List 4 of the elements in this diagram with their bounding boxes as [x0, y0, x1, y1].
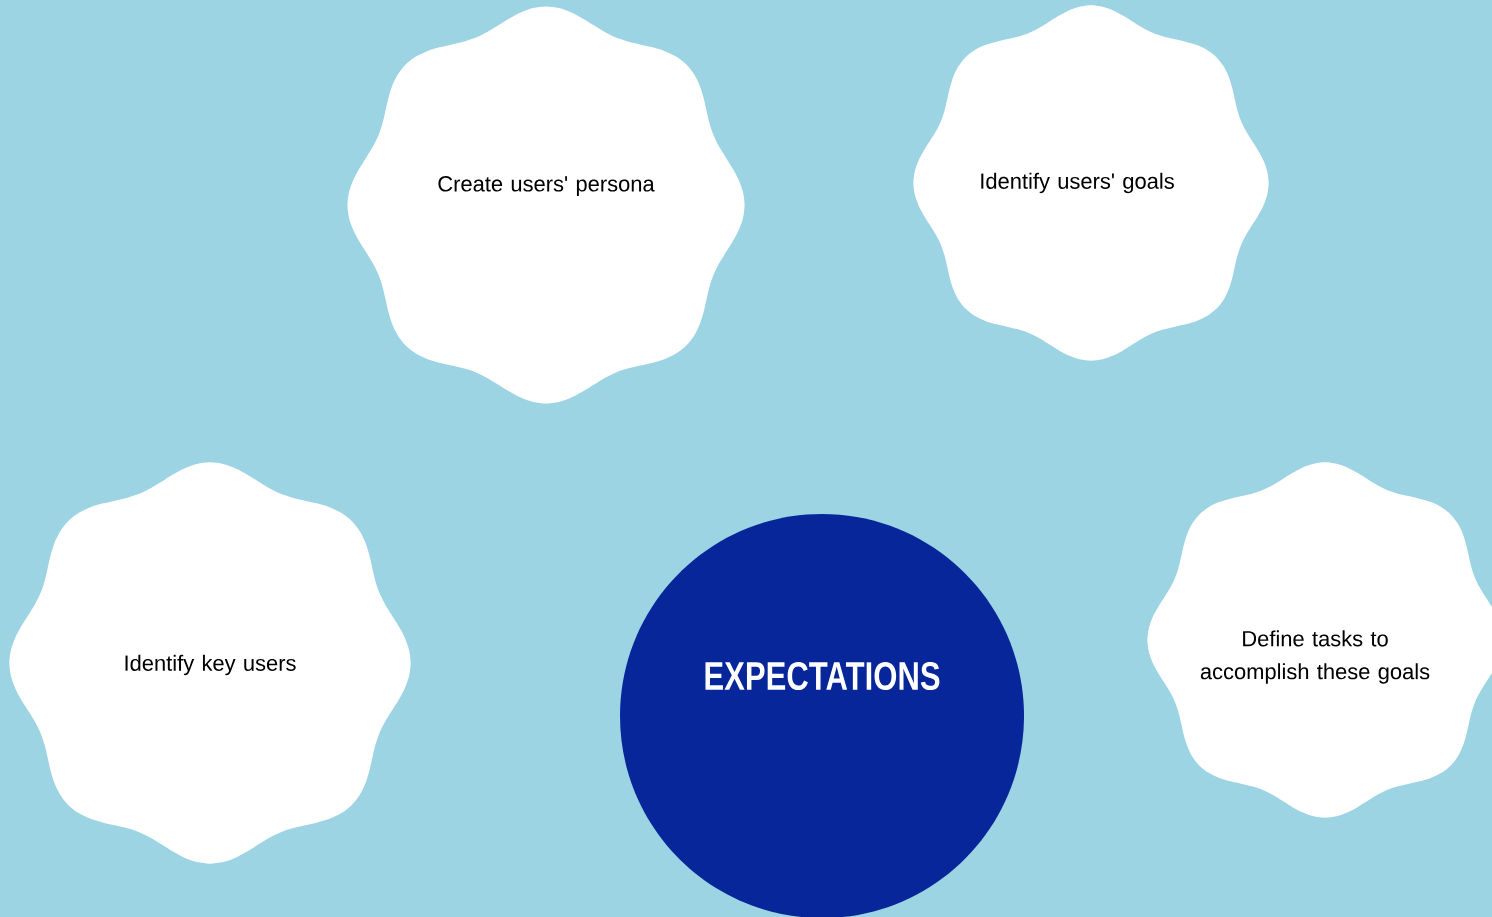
wavy-badge: Define tasks to accomplish these goals: [1147, 462, 1492, 818]
wavy-badge: Identify key users: [9, 462, 411, 864]
wavy-badge: Create users' persona: [347, 6, 745, 404]
wavy-badge: Identify users' goals: [913, 5, 1269, 361]
